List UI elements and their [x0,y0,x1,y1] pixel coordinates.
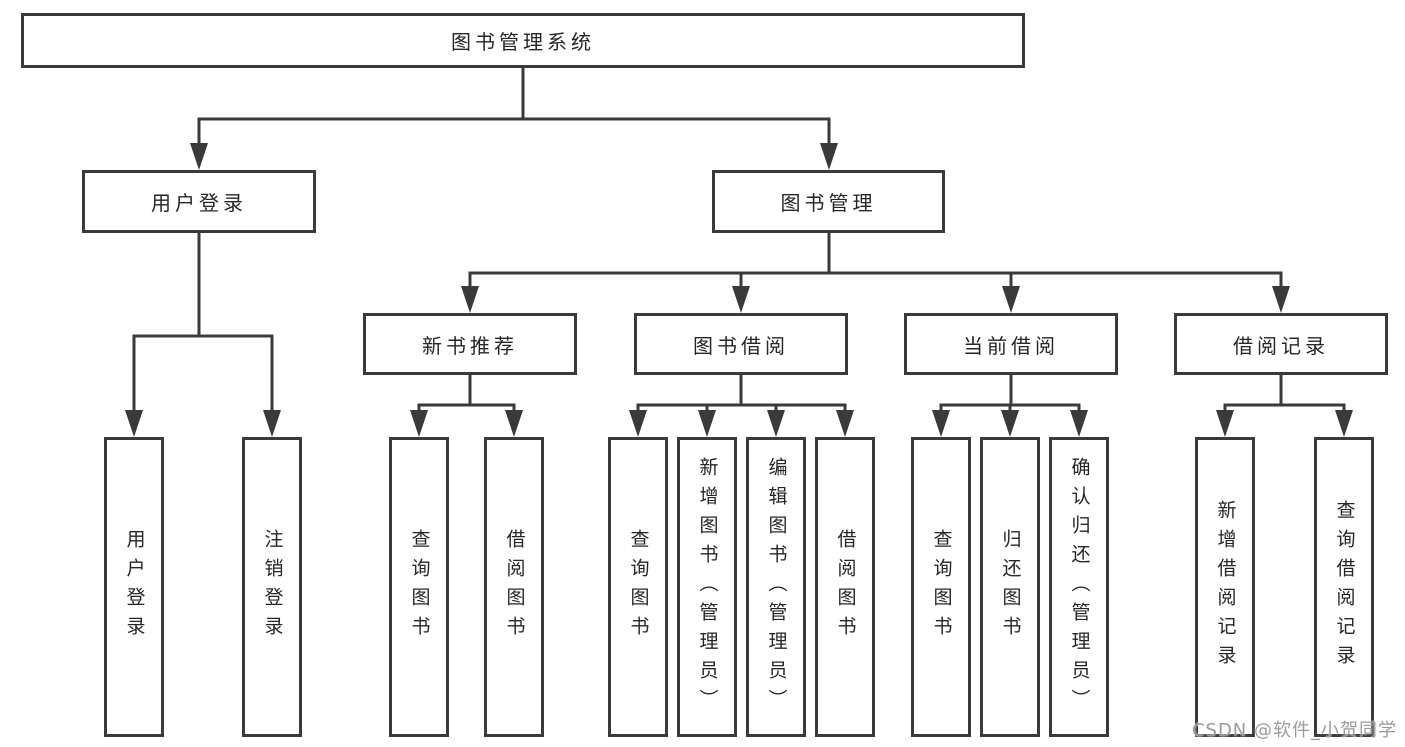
node-label: 图书管理系统 [451,30,595,54]
node-label: 编辑图书（管理员） [765,456,788,718]
node-leaf-add-book-admin: 新增图书（管理员） [677,437,737,737]
node-label: 查询图书 [930,529,953,645]
node-leaf-user-login: 用户登录 [104,437,164,737]
node-leaf-query-books-borrow: 查询图书 [608,437,668,737]
node-book-management: 图书管理 [712,170,945,233]
node-leaf-query-books-current: 查询图书 [911,437,971,737]
node-label: 用户登录 [151,191,247,215]
node-label: 借阅图书 [503,529,526,645]
watermark: CSDN @软件_小贺同学 [1191,720,1397,741]
node-leaf-confirm-return-admin: 确认归还（管理员） [1049,437,1109,737]
node-label: 图书借阅 [693,333,789,358]
node-label: 新增图书（管理员） [696,456,719,718]
arrowheads [125,143,1353,437]
node-leaf-edit-book-admin: 编辑图书（管理员） [746,437,806,737]
node-leaf-add-borrow-record: 新增借阅记录 [1195,437,1255,737]
node-leaf-borrow-books: 借阅图书 [815,437,875,737]
node-label: 新增借阅记录 [1214,500,1237,674]
node-label: 确认归还（管理员） [1068,456,1091,718]
node-leaf-logout: 注销登录 [242,437,302,737]
node-book-borrow: 图书借阅 [634,313,848,375]
node-label: 查询图书 [627,529,650,645]
node-leaf-return-book: 归还图书 [980,437,1040,737]
node-label: 图书管理 [780,191,877,215]
node-label: 借阅记录 [1233,333,1329,358]
node-label: 新书推荐 [422,333,518,358]
node-label: 用户登录 [123,529,146,645]
node-new-book-recommend: 新书推荐 [363,313,577,375]
node-leaf-borrow-books-recommend: 借阅图书 [484,437,544,737]
node-book-management-system: 图书管理系统 [21,13,1025,68]
node-label: 注销登录 [261,529,284,645]
node-label: 查询图书 [408,529,431,645]
node-label: 当前借阅 [963,333,1059,358]
node-user-login: 用户登录 [82,170,316,233]
node-label: 查询借阅记录 [1333,500,1356,674]
node-borrow-records: 借阅记录 [1174,313,1388,375]
node-label: 归还图书 [999,529,1022,645]
node-leaf-query-books-recommend: 查询图书 [389,437,449,737]
node-label: 借阅图书 [834,529,857,645]
node-leaf-query-borrow-record: 查询借阅记录 [1314,437,1374,737]
node-current-borrow: 当前借阅 [904,313,1118,375]
